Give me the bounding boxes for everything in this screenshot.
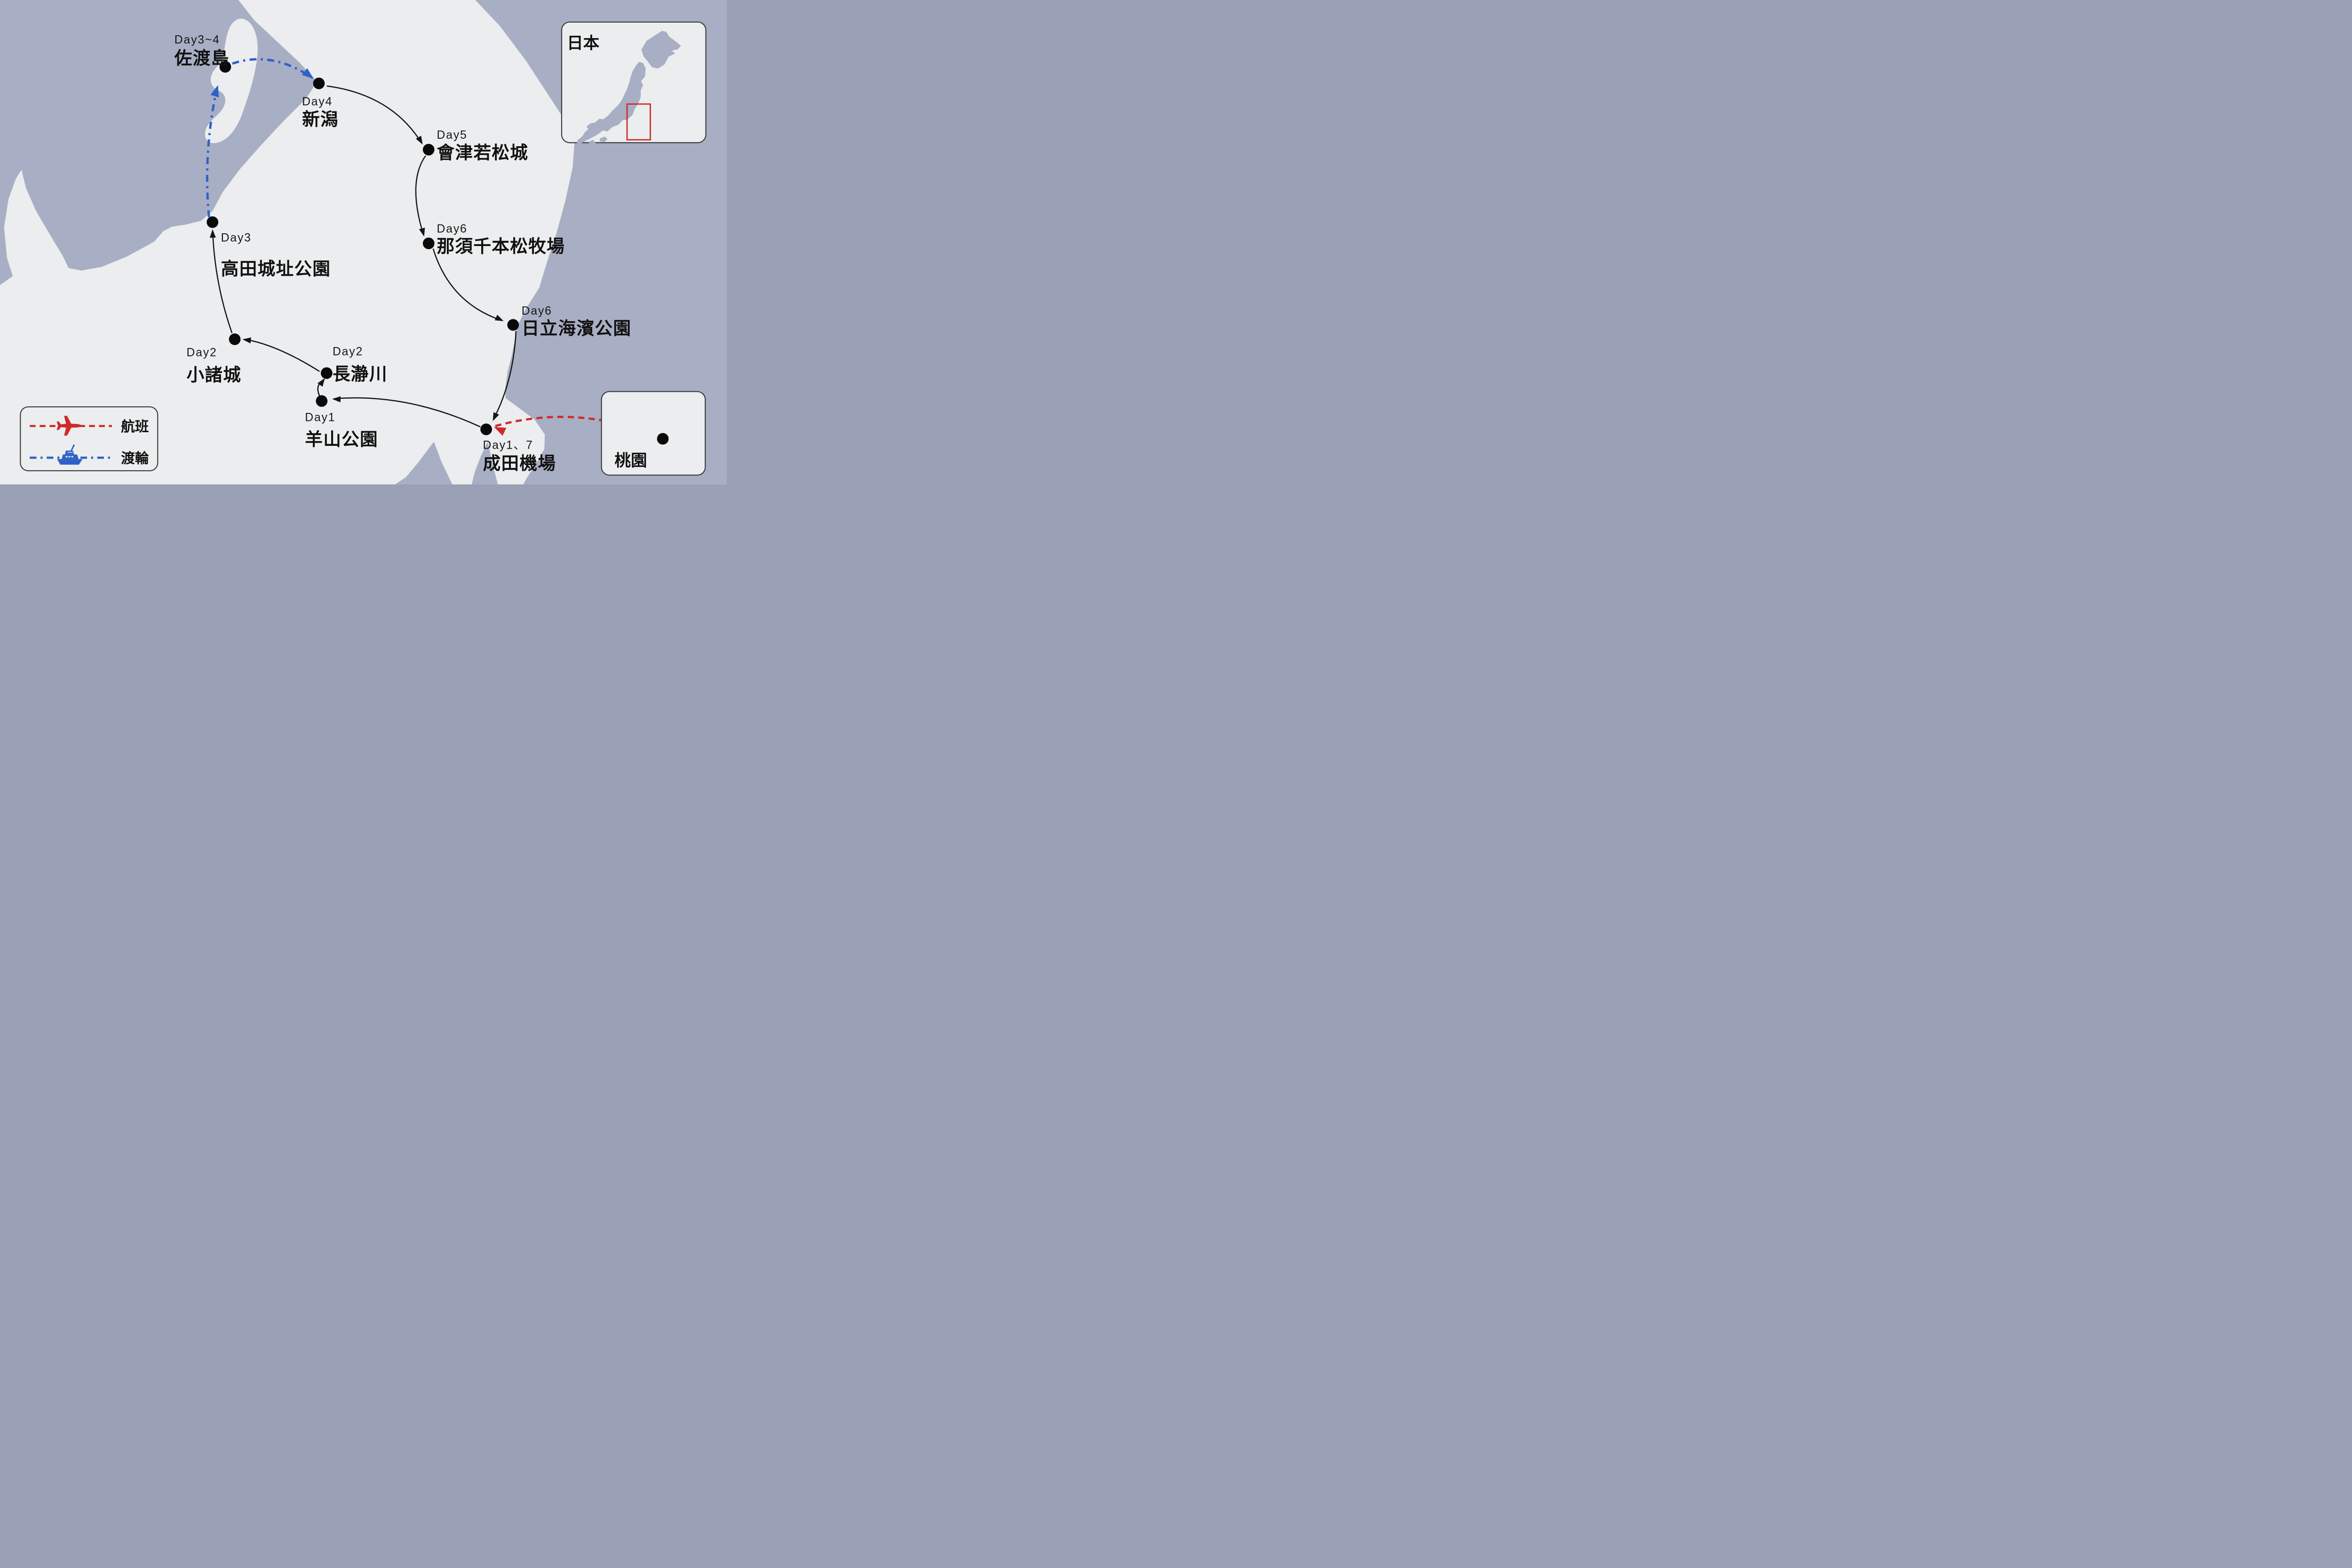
location-dot-yozan (316, 395, 328, 407)
honshu-silhouette (576, 62, 646, 146)
plane-icon (56, 416, 84, 436)
location-day-hitachi: Day6 (522, 305, 552, 317)
location-day-nagatoro: Day2 (333, 346, 363, 358)
route-niigata-aizu (326, 85, 422, 143)
route-aizu-nasu (415, 155, 426, 235)
location-dot-hitachi (507, 319, 519, 331)
location-day-narita: Day1、7 (483, 439, 533, 452)
legend-item-flight: 航班 (30, 416, 149, 436)
location-day-aizu: Day5 (437, 129, 468, 142)
location-day-yozan: Day1 (305, 411, 335, 424)
location-name-takada: 高田城址公園 (221, 259, 331, 279)
location-name-hitachi: 日立海濱公園 (522, 318, 632, 338)
legend-flight-label: 航班 (121, 419, 149, 435)
arrowhead-niigata-aizu (415, 135, 423, 145)
location-day-takada: Day3 (221, 231, 252, 244)
location-dot-sado (219, 61, 231, 73)
ship-icon (57, 444, 83, 465)
route-nasu-hitachi (432, 248, 502, 321)
location-name-yozan: 羊山公園 (305, 429, 378, 449)
location-name-sado: 佐渡島 (174, 48, 230, 68)
route-nagatoro-komoro (244, 339, 320, 372)
location-name-nasu: 那須千本松牧場 (437, 237, 565, 256)
location-day-niigata: Day4 (302, 95, 333, 108)
location-name-nagatoro: 長瀞川 (333, 364, 388, 384)
location-komoro: Day2 小諸城 (186, 333, 241, 385)
arrowhead-narita-taoyuan (493, 427, 507, 436)
location-day-komoro: Day2 (186, 347, 217, 359)
arrowhead-aizu-nasu (419, 227, 425, 237)
arrowhead-yozan-nagatoro (318, 378, 325, 387)
arrowhead-komoro-takada (209, 229, 216, 238)
location-day-nasu: Day6 (437, 222, 468, 235)
legend-frame (20, 406, 159, 472)
arrowhead-narita-yozan (332, 396, 341, 403)
legend-ferry-label: 渡輪 (121, 450, 149, 466)
inset-highlight-rect (626, 103, 651, 141)
legend: 航班 渡輪 (20, 406, 159, 472)
locations-layer: Day3~4佐渡島Day4新潟Day5會津若松城Day6那須千本松牧場Day6日… (174, 34, 631, 473)
shikoku-silhouette (599, 136, 608, 143)
kyushu-silhouette (589, 140, 596, 147)
location-takada: Day3 高田城址公園 (207, 216, 331, 279)
location-dot-niigata (313, 77, 325, 89)
honshu-landmass (0, 0, 575, 484)
taoyuan-frame (601, 391, 706, 476)
arrowhead-sado-niigata (302, 68, 314, 79)
taoyuan-box: 桃園 (601, 391, 706, 476)
location-dot-aizu (422, 143, 435, 156)
location-nasu: Day6 那須千本松牧場 (422, 222, 565, 256)
arrowhead-hitachi-narita (493, 412, 499, 421)
routes-layer (206, 58, 656, 436)
legend-item-ferry: 渡輪 (30, 444, 149, 466)
location-dot-komoro (229, 333, 241, 345)
inset-title: 日本 (567, 34, 600, 52)
land-layer (0, 0, 575, 484)
arrowhead-nasu-hitachi (494, 315, 504, 321)
location-dot-nasu (422, 238, 435, 249)
map-canvas: Day3~4佐渡島Day4新潟Day5會津若松城Day6那須千本松牧場Day6日… (0, 0, 707, 484)
location-dot-narita (480, 423, 492, 436)
location-day-sado: Day3~4 (175, 34, 220, 47)
route-narita-yozan (334, 397, 481, 428)
location-yozan: Day1 羊山公園 (305, 395, 378, 449)
sado-island (205, 18, 258, 143)
hokkaido-silhouette (641, 31, 681, 69)
route-hitachi-narita (493, 331, 517, 420)
location-name-narita: 成田機場 (483, 453, 556, 473)
route-sado-niigata (231, 58, 313, 79)
route-komoro-takada (212, 231, 233, 333)
sado-mini-silhouette (629, 105, 634, 111)
location-name-komoro: 小諸城 (186, 365, 241, 385)
location-name-niigata: 新潟 (302, 109, 339, 129)
location-dot-nagatoro (320, 367, 333, 379)
location-name-aizu: 會津若松城 (437, 143, 529, 162)
route-takada-sado (206, 88, 218, 218)
taoyuan-label: 桃園 (614, 452, 647, 470)
arrowhead-nagatoro-komoro (242, 337, 251, 344)
location-nagatoro: Day2 長瀞川 (320, 346, 388, 384)
japan-inset: 日本 (561, 21, 707, 147)
arrowhead-takada-sado (210, 85, 219, 98)
location-dot-takada (207, 216, 219, 228)
taoyuan-dot (657, 433, 669, 445)
